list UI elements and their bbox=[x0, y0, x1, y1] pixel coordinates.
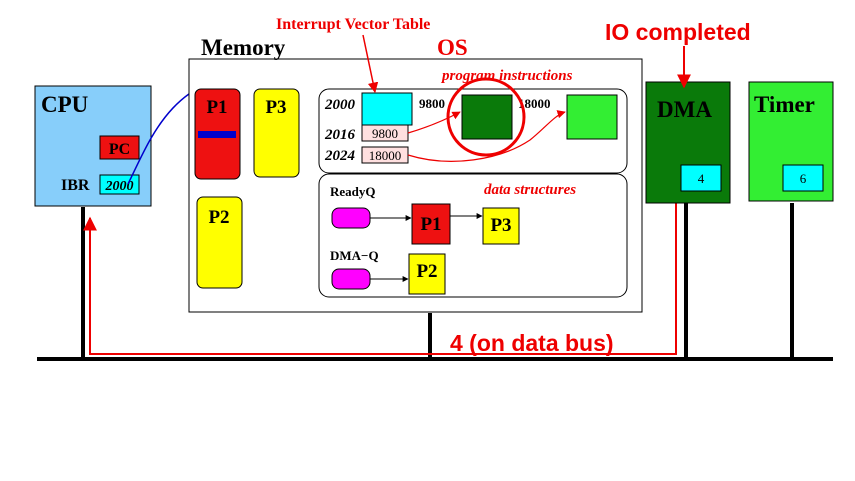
program-instructions-label: program instructions bbox=[440, 68, 573, 84]
dma-device: DMA 4 bbox=[645, 81, 731, 204]
timer-handler-block bbox=[566, 94, 618, 140]
ready-q-item-p1-label: P1 bbox=[420, 214, 441, 235]
timer-title: Timer bbox=[754, 92, 815, 117]
ivt-title: Interrupt Vector Table bbox=[276, 16, 430, 33]
process-p1-pc-marker bbox=[198, 131, 236, 138]
timer-register-value: 6 bbox=[800, 171, 807, 186]
dma-q-head bbox=[331, 268, 371, 290]
ready-q-item-p3-label: P3 bbox=[490, 215, 511, 236]
ibr-value: 2000 bbox=[105, 179, 134, 194]
bus-label: 4 (on data bus) bbox=[450, 330, 614, 356]
os-label: OS bbox=[437, 35, 468, 60]
dma-title: DMA bbox=[657, 97, 712, 122]
dma-q-item-p2-label: P2 bbox=[416, 261, 437, 282]
dma-q-label: DMA−Q bbox=[330, 248, 379, 263]
memory-title: Memory bbox=[201, 35, 286, 60]
process-p1-label: P1 bbox=[206, 97, 227, 118]
io-completed-label: IO completed bbox=[605, 19, 751, 45]
data-structures-label: data structures bbox=[484, 182, 576, 198]
ready-q-item-p1 bbox=[411, 203, 451, 245]
ready-q-item-p3 bbox=[482, 207, 520, 245]
ibr-label: IBR bbox=[61, 177, 90, 194]
pc-register bbox=[99, 135, 140, 160]
dma-register-value: 4 bbox=[698, 171, 705, 186]
timer-device: Timer 6 bbox=[748, 81, 834, 202]
ibr-register bbox=[99, 174, 140, 195]
handler-highlight-circle bbox=[446, 77, 526, 157]
ivt-address-2016: 2016 bbox=[324, 127, 356, 143]
process-p2 bbox=[196, 196, 243, 289]
ivt-to-timer-handler-arrow bbox=[407, 110, 566, 162]
process-p2-label: P2 bbox=[208, 207, 229, 228]
dma-q-item-p2 bbox=[408, 253, 446, 295]
ready-q-label: ReadyQ bbox=[330, 184, 376, 199]
interrupt-signal-path bbox=[83, 203, 677, 355]
memory-unit: Memory OS P1 P3 P2 program instructions … bbox=[188, 35, 643, 313]
dma-handler-block bbox=[461, 94, 513, 140]
cpu-title: CPU bbox=[41, 92, 89, 117]
system-bus bbox=[37, 203, 833, 361]
ivt-entry-value-18000: 18000 bbox=[369, 148, 402, 163]
handler-address-9800: 9800 bbox=[419, 96, 445, 111]
process-p3-label: P3 bbox=[265, 97, 286, 118]
ready-q-head bbox=[331, 207, 371, 229]
timer-register bbox=[782, 164, 824, 192]
ivt-entry-value-9800: 9800 bbox=[372, 126, 398, 141]
ivt-address-2024: 2024 bbox=[324, 148, 356, 164]
handler-address-18000: 18000 bbox=[518, 96, 551, 111]
os-data-region bbox=[318, 173, 628, 298]
process-p3 bbox=[253, 88, 300, 178]
pc-label: PC bbox=[109, 141, 130, 158]
ivt-entry-2000 bbox=[361, 92, 413, 126]
ivt-to-dma-handler-arrow bbox=[407, 111, 461, 134]
dma-register bbox=[680, 164, 722, 192]
ivt-address-2000: 2000 bbox=[324, 97, 356, 113]
cpu-unit: CPU PC IBR 2000 bbox=[34, 85, 152, 207]
ivt-title-arrow bbox=[362, 34, 379, 94]
